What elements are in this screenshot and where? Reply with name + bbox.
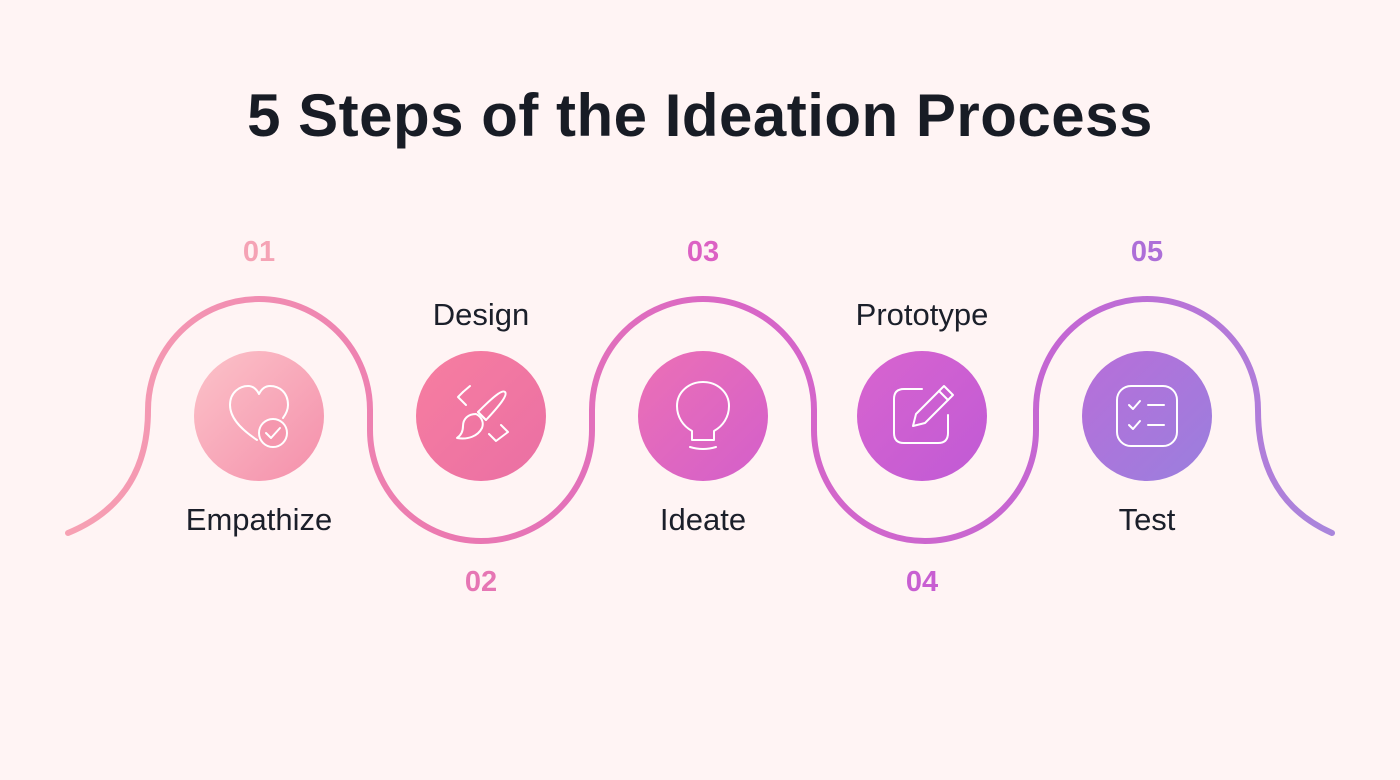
step-number: 03 [687, 236, 719, 268]
step-4: Prototype 04 [856, 297, 989, 598]
step-label: Empathize [186, 502, 332, 537]
step-circle [638, 351, 768, 481]
step-circle [1082, 351, 1212, 481]
step-1: 01 Empathize [186, 236, 332, 537]
step-label: Test [1119, 502, 1176, 537]
step-label: Ideate [660, 502, 746, 537]
lightbulb-icon [676, 381, 730, 450]
brush-icon [456, 385, 509, 442]
step-label: Design [433, 297, 530, 332]
step-circle [194, 351, 324, 481]
wave-connector [65, 296, 1335, 544]
step-label: Prototype [856, 297, 989, 332]
diagram-title: 5 Steps of the Ideation Process [247, 82, 1153, 149]
step-number: 04 [906, 566, 938, 598]
checklist-icon [1116, 385, 1178, 447]
step-3: 03 Ideate [638, 236, 768, 537]
step-number: 05 [1131, 236, 1163, 268]
heart-check-icon [229, 385, 289, 448]
step-5: 05 Test [1082, 236, 1212, 537]
step-circle [857, 351, 987, 481]
step-number: 01 [243, 236, 275, 268]
edit-icon [893, 385, 954, 444]
step-number: 02 [465, 566, 497, 598]
step-2: Design 02 [416, 297, 546, 598]
